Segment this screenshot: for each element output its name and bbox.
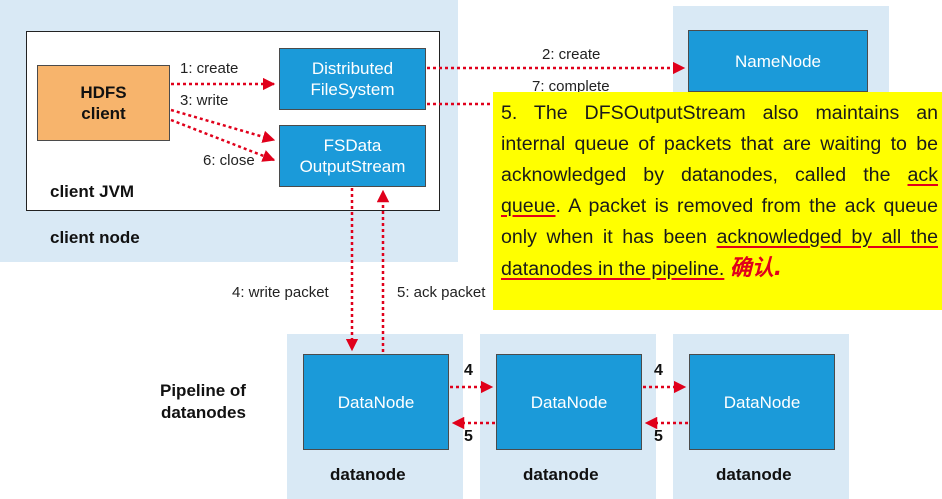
edge-label-ack-packet-5: 5: ack packet	[397, 284, 486, 301]
arrow-close-6	[170, 118, 276, 162]
client-jvm-label: client JVM	[50, 182, 135, 201]
pipeline-back-label-2: 5	[654, 428, 663, 445]
datanode-label-1: datanode	[330, 465, 406, 484]
arrow-write-3	[170, 108, 276, 143]
note-underline-ack-queue: ack queue	[501, 164, 938, 217]
client-node-label: client node	[50, 228, 140, 247]
hdfs-client-box: HDFS client	[37, 65, 170, 141]
namenode-box: NameNode	[688, 30, 868, 92]
datanode-box-2: DataNode	[496, 354, 642, 450]
fsdata-outputstream-box: FSData OutputStream	[279, 125, 426, 187]
datanode-label-3: datanode	[716, 465, 792, 484]
edge-label-close-6: 6: close	[203, 152, 255, 169]
ack-queue-note: 5. The DFSOutputStream also maintains an…	[493, 92, 942, 310]
edge-label-create-2: 2: create	[542, 46, 601, 63]
note-underline-acknowledged: acknowledged by all the datanodes in the…	[501, 226, 938, 280]
distributed-filesystem-box: Distributed FileSystem	[279, 48, 426, 110]
note-text-2: . A packet is removed from the ack queue…	[501, 195, 938, 248]
pipeline-fwd-label-2: 4	[654, 362, 663, 379]
pipeline-title: Pipeline of datanodes	[160, 381, 246, 422]
edge-label-complete-7: 7: complete	[532, 78, 610, 95]
edge-label-write-packet-4: 4: write packet	[232, 284, 329, 301]
note-handwriting: 确认.	[729, 256, 783, 281]
datanode-box-3: DataNode	[689, 354, 835, 450]
datanode-box-1: DataNode	[303, 354, 449, 450]
edge-label-create-1: 1: create	[180, 60, 239, 77]
pipeline-fwd-label-1: 4	[464, 362, 473, 379]
note-text-1: 5. The DFSOutputStream also maintains an…	[501, 102, 938, 186]
edge-label-write-3: 3: write	[180, 92, 229, 109]
pipeline-back-label-1: 5	[464, 428, 473, 445]
datanode-label-2: datanode	[523, 465, 599, 484]
